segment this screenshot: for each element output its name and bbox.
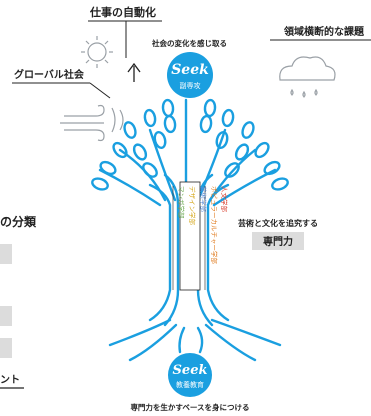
leaf-0 xyxy=(112,141,128,159)
seek-badge-top-caption: 副専攻 xyxy=(180,81,201,90)
leaf-2 xyxy=(91,177,109,191)
seek-badge-top xyxy=(167,52,213,98)
leaf-12 xyxy=(132,143,148,161)
department-arts: 芸術学部 xyxy=(199,186,208,213)
gray-row-3 xyxy=(0,338,12,358)
cloud-rain-icon xyxy=(279,56,336,98)
leaf-13 xyxy=(153,130,167,150)
leaf-7 xyxy=(221,108,235,128)
leaf-15 xyxy=(234,143,250,161)
seek-badge-top-brand: Seek xyxy=(171,62,209,78)
wind-icon xyxy=(60,104,124,142)
leaf-8 xyxy=(241,121,255,139)
label-expertise: 専門力 xyxy=(263,235,293,248)
expertise-box xyxy=(252,232,304,250)
seek-badge-bottom-caption: 教養教育 xyxy=(176,380,204,389)
label-base: 専門力を生かすベースを身につける xyxy=(130,402,249,412)
label-classification: の分類 xyxy=(0,214,37,229)
trunk-panel xyxy=(179,181,201,291)
department-list: 人文学部 ポピュラーカルチャー学部 芸術学部 デザイン学部 マンガ学部 xyxy=(177,186,229,264)
leaf-9 xyxy=(254,141,270,159)
leader-global xyxy=(89,82,111,99)
label-cross-domain: 領域横断的な課題 xyxy=(283,25,365,38)
leaf-10 xyxy=(263,160,281,176)
leaf-3 xyxy=(123,121,137,139)
sun-icon xyxy=(81,36,113,68)
label-arts-culture: 芸術と文化を追究する xyxy=(238,218,318,228)
leaf-18 xyxy=(163,114,177,134)
department-popculture: ポピュラーカルチャー学部 xyxy=(210,186,219,264)
department-manga: マンガ学部 xyxy=(177,186,186,219)
gray-row-2 xyxy=(0,306,12,326)
tree-icon xyxy=(91,98,289,362)
label-social-change: 社会の変化を感じ取る xyxy=(151,38,227,48)
leaf-5 xyxy=(161,98,175,118)
leaf-4 xyxy=(143,108,157,128)
seek-badge-bottom-brand: Seek xyxy=(173,363,208,378)
department-design: デザイン学部 xyxy=(188,186,197,226)
gray-row-1 xyxy=(0,244,12,264)
seek-badge-bottom xyxy=(168,353,212,397)
label-cut-text: ント xyxy=(0,374,20,386)
label-global: グローバル社会 xyxy=(14,68,84,81)
label-automation: 仕事の自動化 xyxy=(89,5,156,19)
leaf-19 xyxy=(199,114,213,134)
leaf-11 xyxy=(271,177,289,191)
arrow-social-change xyxy=(127,62,141,82)
leaf-6 xyxy=(203,98,217,118)
department-humanities: 人文学部 xyxy=(220,186,229,213)
